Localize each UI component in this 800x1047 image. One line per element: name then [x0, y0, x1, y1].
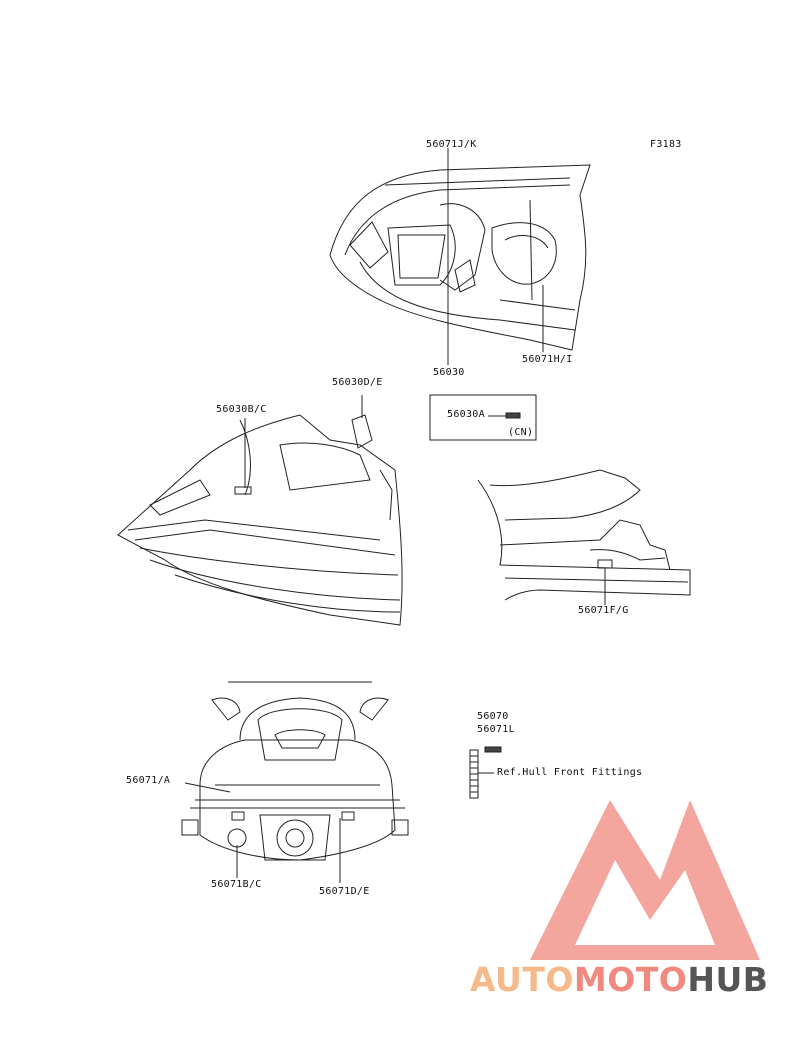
ref-note: Ref.Hull Front Fittings	[497, 767, 643, 778]
rear-view-illustration	[181, 681, 409, 883]
callout-56071bc: 56071B/C	[211, 879, 262, 890]
figure-code: F3183	[650, 139, 682, 150]
callout-56030bc: 56030B/C	[216, 404, 267, 415]
callout-56071de: 56071D/E	[319, 886, 370, 897]
callout-56030de: 56030D/E	[332, 377, 383, 388]
watermark-logo	[530, 800, 760, 960]
watermark-moto: MOTO	[573, 960, 688, 999]
callout-56071fg: 56071F/G	[578, 605, 629, 616]
callout-56071hi: 56071H/I	[522, 354, 573, 365]
side-view-illustration	[117, 395, 403, 626]
top-view-illustration	[329, 148, 591, 365]
callout-56030a: 56030A	[447, 409, 485, 420]
box-note-cn: (CN)	[508, 427, 534, 438]
callout-56030: 56030	[433, 367, 465, 378]
rear-side-illustration	[477, 469, 691, 605]
callout-56071a: 56071/A	[126, 775, 171, 786]
watermark-text: AUTOMOTOHUB	[470, 960, 768, 999]
callout-56071l: 56071L	[477, 724, 515, 735]
cn-box-frame	[429, 394, 537, 441]
watermark-auto: AUTO	[470, 960, 574, 999]
watermark-hub: HUB	[687, 960, 769, 999]
callout-56071jk: 56071J/K	[426, 139, 477, 150]
callout-56070: 56070	[477, 711, 509, 722]
